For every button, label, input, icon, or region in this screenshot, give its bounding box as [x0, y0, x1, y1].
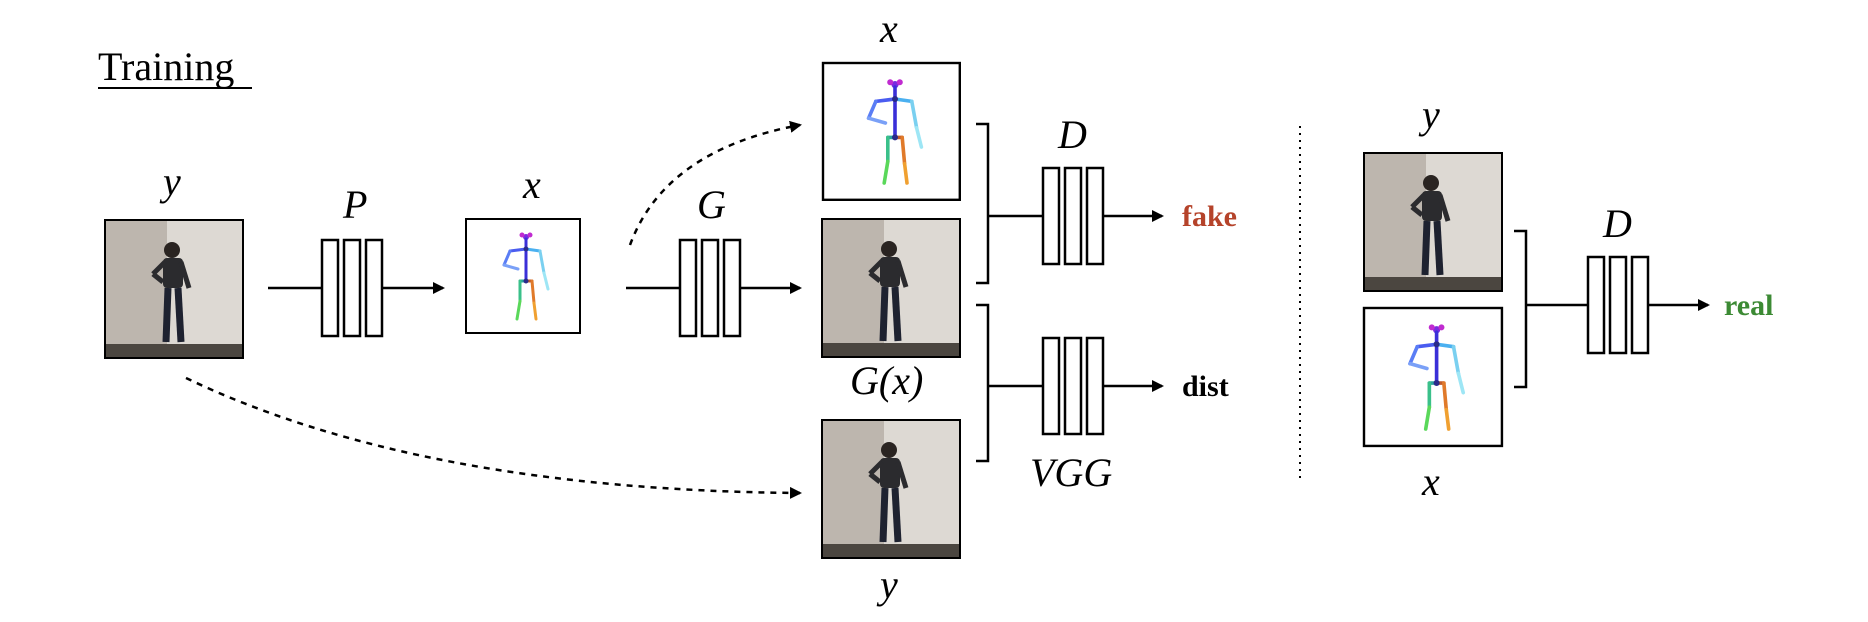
pose-image-x [464, 217, 582, 335]
label-x-right: x [1421, 459, 1440, 504]
pose-image-x-right [1362, 306, 1504, 448]
label-gx: G(x) [850, 358, 923, 403]
dashed-arrow-x-copy [628, 120, 802, 246]
bracket-real [1514, 229, 1528, 389]
output-fake: fake [1182, 200, 1237, 233]
generated-photo-gx [822, 219, 960, 357]
label-d-real: D [1602, 201, 1632, 246]
output-dist: dist [1182, 370, 1229, 403]
pose-image-x-top [821, 61, 962, 202]
photo-y-right [1364, 153, 1502, 291]
output-real: real [1724, 289, 1773, 322]
bracket-vgg [976, 303, 990, 463]
label-y-input: y [159, 159, 181, 204]
label-x-pose: x [522, 162, 541, 207]
bracket-fake [976, 122, 990, 285]
network-vgg [1041, 336, 1105, 436]
network-d-real [1586, 255, 1650, 355]
label-p: P [342, 182, 367, 227]
label-g: G [697, 182, 726, 227]
photo-y-bottom [822, 420, 960, 558]
training-title: Training [98, 44, 234, 89]
label-y-bottom: y [876, 562, 898, 607]
label-x-top: x [879, 6, 898, 51]
dashed-arrow-y-copy [185, 376, 802, 499]
label-y-right: y [1418, 92, 1440, 137]
input-photo-y [105, 220, 243, 358]
label-vgg: VGG [1030, 450, 1112, 495]
network-p [320, 238, 384, 338]
network-d-fake [1041, 166, 1105, 266]
label-d-fake: D [1057, 112, 1087, 157]
network-g [678, 238, 742, 338]
